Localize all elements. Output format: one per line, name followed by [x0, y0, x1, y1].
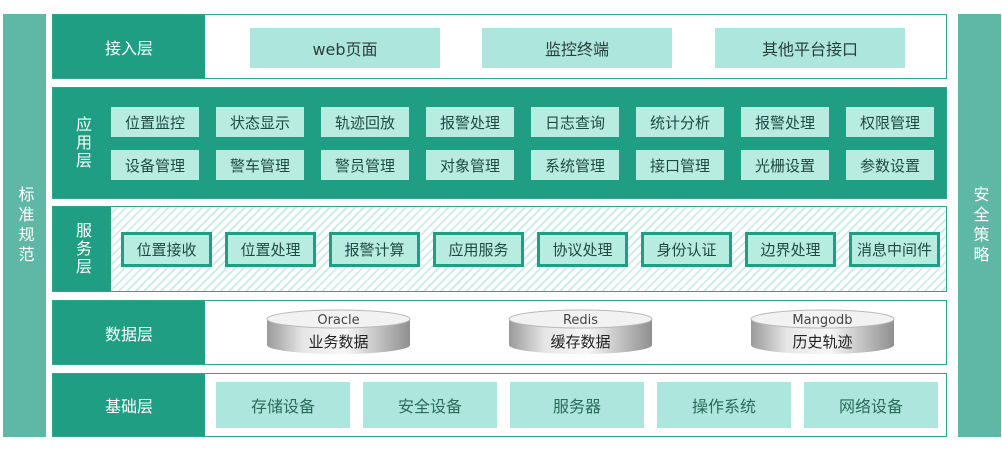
database-cylinder: Redis 缓存数据: [508, 309, 653, 355]
app-module: 轨迹回放: [321, 107, 409, 137]
app-module: 报警处理: [741, 107, 829, 137]
access-layer-label: 接入层: [53, 15, 205, 78]
app-module: 光栅设置: [741, 150, 829, 180]
service-module: 身份认证: [641, 232, 732, 267]
database-icon: [266, 309, 411, 354]
base-item: 存储设备: [216, 382, 350, 428]
access-layer: 接入层 web页面 监控终端 其他平台接口: [52, 14, 947, 79]
base-layer-label: 基础层: [53, 374, 205, 436]
base-item: 安全设备: [363, 382, 497, 428]
app-module: 对象管理: [426, 150, 514, 180]
database-name: Mangodb: [792, 313, 853, 328]
data-layer: 数据层 Oracle 业务数据 Redis 缓存数据 Mangodb 历史轨迹: [52, 300, 947, 365]
app-module: 状态显示: [216, 107, 304, 137]
access-item-platform-api: 其他平台接口: [715, 28, 905, 68]
base-item: 网络设备: [804, 382, 938, 428]
service-layer: 服务层 位置接收位置处理报警计算应用服务协议处理身份认证边界处理消息中间件: [52, 206, 947, 292]
database-name: Oracle: [317, 313, 360, 328]
database-desc: 缓存数据: [550, 333, 611, 351]
application-layer: 应用层 位置监控状态显示轨迹回放报警处理日志查询统计分析报警处理权限管理 设备管…: [52, 87, 947, 199]
service-module: 位置处理: [225, 232, 316, 267]
app-module: 设备管理: [111, 150, 199, 180]
database-cylinder: Mangodb 历史轨迹: [750, 309, 895, 355]
app-module: 警员管理: [321, 150, 409, 180]
app-module: 报警处理: [426, 107, 514, 137]
database-desc: 历史轨迹: [792, 333, 853, 351]
service-module: 应用服务: [433, 232, 524, 267]
app-module: 统计分析: [636, 107, 724, 137]
standards-label: 标准规范: [15, 185, 35, 266]
access-item-web: web页面: [250, 28, 440, 68]
service-module: 位置接收: [121, 232, 212, 267]
data-layer-label: 数据层: [53, 301, 205, 364]
base-layer: 基础层 存储设备安全设备服务器操作系统网络设备: [52, 373, 947, 437]
database-desc: 业务数据: [308, 333, 369, 351]
database-cylinder: Oracle 业务数据: [266, 309, 411, 355]
database-icon: [508, 309, 653, 354]
app-module: 日志查询: [531, 107, 619, 137]
service-layer-label: 服务层: [53, 207, 111, 291]
base-item: 操作系统: [657, 382, 791, 428]
base-item: 服务器: [510, 382, 644, 428]
app-module: 接口管理: [636, 150, 724, 180]
security-sidebar: 安全策略: [958, 14, 1001, 437]
database-icon: [750, 309, 895, 354]
service-module: 报警计算: [329, 232, 420, 267]
app-module: 位置监控: [111, 107, 199, 137]
app-module: 参数设置: [846, 150, 934, 180]
app-module: 警车管理: [216, 150, 304, 180]
standards-sidebar: 标准规范: [3, 14, 46, 437]
access-item-monitor: 监控终端: [482, 28, 672, 68]
service-module: 消息中间件: [849, 232, 940, 267]
application-layer-label: 应用层: [53, 88, 111, 198]
security-label: 安全策略: [970, 185, 990, 266]
app-module: 系统管理: [531, 150, 619, 180]
app-module: 权限管理: [846, 107, 934, 137]
service-module: 边界处理: [745, 232, 836, 267]
database-name: Redis: [562, 313, 599, 328]
service-module: 协议处理: [537, 232, 628, 267]
